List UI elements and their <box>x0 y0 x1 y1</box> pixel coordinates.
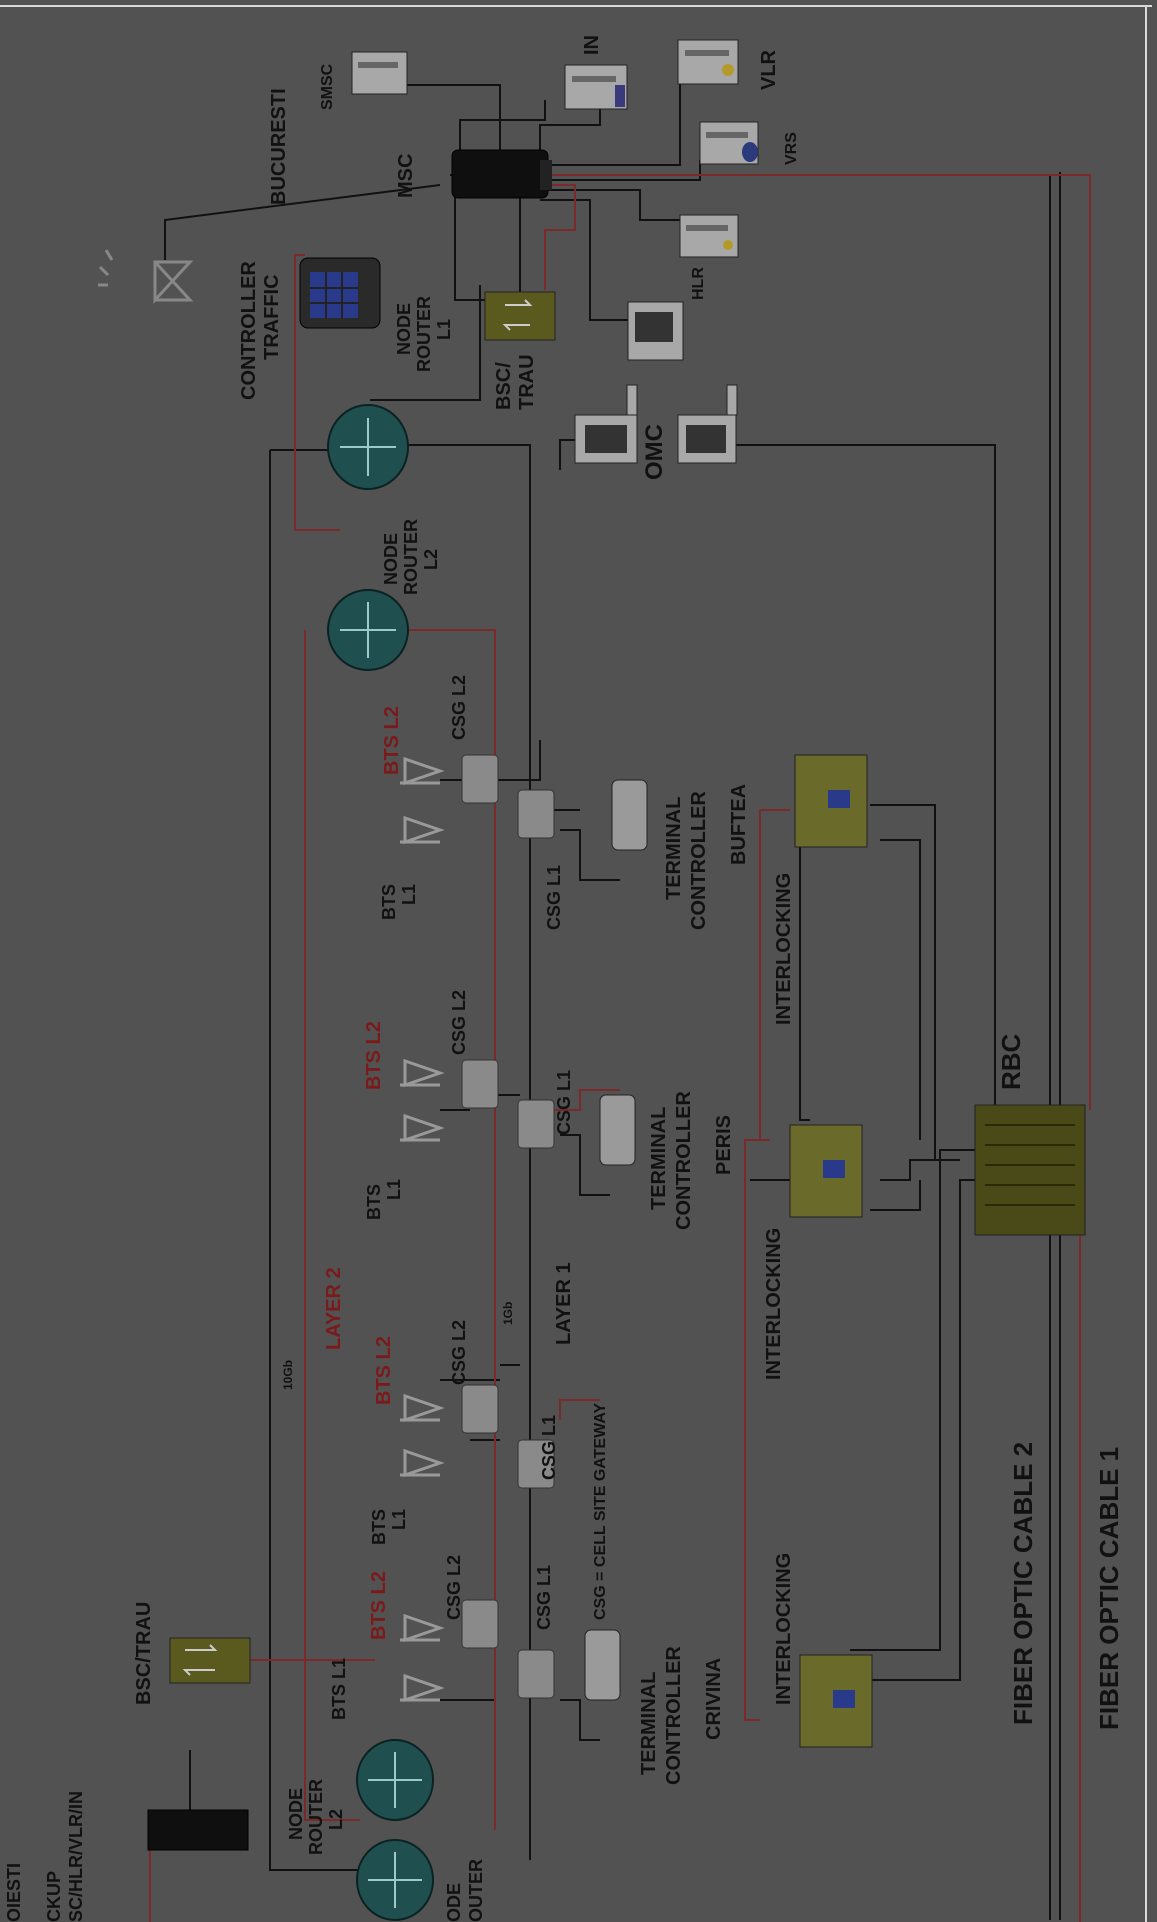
antenna-tower-icon <box>98 249 194 304</box>
layer2-label: LAYER 2 <box>323 1267 345 1350</box>
hlr-workstation-icon <box>627 301 684 361</box>
csg-l1-label-3: CSG L1 <box>539 1415 559 1480</box>
peris-label: PERIS <box>713 1115 735 1175</box>
bucuresti-label: BUCURESTI <box>268 88 290 205</box>
terminal-controller-label: TERMINAL <box>663 797 685 900</box>
interlocking-buildings <box>789 754 873 1748</box>
omc-workstation-2-icon <box>677 384 738 464</box>
terminal-controller-label-6: CONTROLLER <box>663 1646 685 1785</box>
in-server-icon <box>564 64 628 110</box>
bts-l2-label-3: BTS L2 <box>373 1336 395 1405</box>
node-router-l2-bottom-icon <box>356 1739 434 1821</box>
gb1-label: 1Gb <box>501 1302 515 1325</box>
bts-l2-label-2: BTS L2 <box>363 1021 385 1090</box>
node-router-l2-bottom-label-3: L2 <box>326 1809 346 1830</box>
csg-nodes <box>461 754 555 1699</box>
node-router-l1-icon <box>327 404 409 490</box>
csg-l2-label-4: CSG L2 <box>444 1555 464 1620</box>
controller-traffic-icon <box>299 257 381 329</box>
backup-bsc-trau-label: BSC/TRAU <box>133 1602 155 1705</box>
omc-workstation-icon <box>574 384 638 464</box>
rbc-label: RBC <box>996 1033 1026 1090</box>
backup-site-label: OIESTI <box>4 1863 24 1922</box>
in-label: IN <box>581 35 603 55</box>
node-bottom-label: ODE <box>444 1883 464 1922</box>
node-router-l2-label: NODE <box>381 533 401 585</box>
layer1-label: LAYER 1 <box>553 1262 575 1345</box>
terminal-controller-label-5: TERMINAL <box>638 1672 660 1775</box>
vrs-server-icon <box>699 121 759 165</box>
l1-label: L1 <box>399 884 419 905</box>
interlocking-label: INTERLOCKING <box>773 873 795 1025</box>
bts-l2-label-4: BTS L2 <box>368 1571 390 1640</box>
bts-label-2: BTS <box>364 1184 384 1220</box>
msc-label: MSC <box>395 154 417 198</box>
rbc-building-icon <box>974 1104 1086 1236</box>
csg-l2-label-2: CSG L2 <box>449 990 469 1055</box>
crivina-label: CRIVINA <box>703 1658 725 1740</box>
l1-label-2: L1 <box>384 1179 404 1200</box>
bsc-trau-icon <box>484 291 556 341</box>
msc-switch-icon <box>451 149 552 199</box>
terminal-controllers <box>584 779 648 1701</box>
bts-towers <box>400 756 445 1703</box>
interlocking-label-2: INTERLOCKING <box>763 1228 785 1380</box>
controller-traffic-label: CONTROLLER <box>238 261 260 400</box>
node-router-l1-label-2: ROUTER <box>414 296 434 372</box>
backup-label-3: SC/HLR/VLR/IN <box>66 1791 86 1922</box>
vlr-server-icon <box>677 39 739 85</box>
csg-l2-label: CSG L2 <box>449 675 469 740</box>
backup-msc-icon <box>147 1809 249 1851</box>
node-router-bottom-icon <box>356 1839 434 1921</box>
bsc-trau-label: BSC/ <box>493 362 515 410</box>
node-router-l1-label: NODE <box>394 303 414 355</box>
csg-l2-label-3: CSG L2 <box>449 1320 469 1385</box>
bsc-trau-label-2: TRAU <box>516 354 538 410</box>
backup-label-2: CKUP <box>44 1871 64 1922</box>
interlocking-label-3: INTERLOCKING <box>773 1553 795 1705</box>
csg-l1-label-2: CSG L1 <box>554 1070 574 1135</box>
fiber-cable-2-label: FIBER OPTIC CABLE 2 <box>1008 1442 1038 1725</box>
node-bottom-label-2: OUTER <box>466 1859 486 1922</box>
omc-label: OMC <box>641 424 668 480</box>
node-router-l1-label-3: L1 <box>434 319 454 340</box>
bts-label-3: BTS <box>369 1509 389 1545</box>
l1-label-3: L1 <box>389 1509 409 1530</box>
backup-bsc-trau-icon <box>169 1637 251 1684</box>
csg-l1-label: CSG L1 <box>544 865 564 930</box>
node-router-l2-icon <box>327 589 409 671</box>
controller-traffic-label-2: TRAFFIC <box>261 274 283 360</box>
gb10-label: 10Gb <box>281 1360 295 1390</box>
buftea-label: BUFTEA <box>728 784 750 865</box>
terminal-controller-label-4: CONTROLLER <box>673 1091 695 1230</box>
bts-label: BTS <box>379 884 399 920</box>
node-router-l2-bottom-label-2: ROUTER <box>306 1779 326 1855</box>
smsc-server-icon <box>351 51 408 95</box>
csg-l1-label-4: CSG L1 <box>534 1565 554 1630</box>
node-router-l2-label-2: ROUTER <box>401 519 421 595</box>
node-router-l2-label-3: L2 <box>421 549 441 570</box>
hlr-server-icon <box>679 214 739 258</box>
bts-l2-label: BTS L2 <box>381 706 403 775</box>
node-router-l2-bottom-label: NODE <box>286 1788 306 1840</box>
terminal-controller-label-3: TERMINAL <box>648 1107 670 1210</box>
hlr-label: HLR <box>690 267 707 300</box>
bts-l1-inline-label: BTS L1 <box>329 1658 349 1720</box>
smsc-label: SMSC <box>319 63 336 110</box>
fiber-cable-1-label: FIBER OPTIC CABLE 1 <box>1094 1447 1124 1730</box>
vrs-label: VRS <box>783 132 800 165</box>
terminal-controller-label-2: CONTROLLER <box>688 791 710 930</box>
vlr-label: VLR <box>758 49 780 90</box>
csg-definition-label: CSG = CELL SITE GATEWAY <box>592 1403 609 1620</box>
